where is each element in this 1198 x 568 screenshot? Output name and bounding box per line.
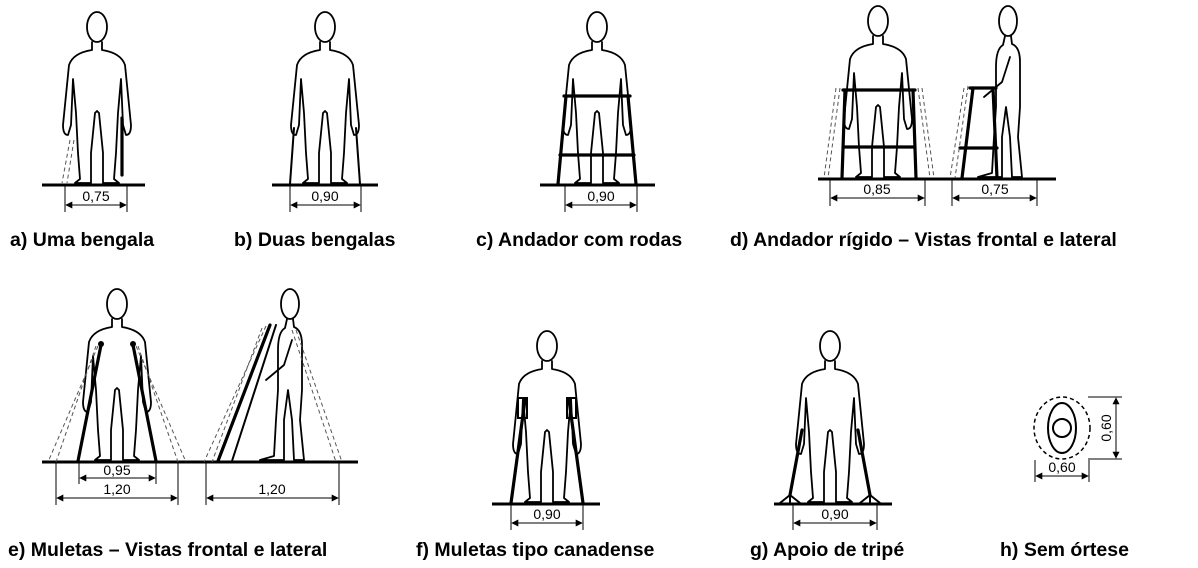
dim-label: 0,90 — [587, 188, 614, 204]
caption-h: h) Sem órtese — [1000, 539, 1129, 561]
swing-dashes-side — [949, 85, 969, 179]
dim-label-depth: 0,60 — [1098, 414, 1114, 441]
crutches-side — [216, 323, 277, 463]
dim-label-side: 0,75 — [981, 181, 1008, 197]
dim-label: 0,90 — [533, 506, 560, 522]
person-figure-front — [82, 288, 152, 461]
caption-e: e) Muletas – Vistas frontal e lateral — [8, 539, 327, 561]
caption-a: a) Uma bengala — [10, 229, 154, 251]
crutches-front — [76, 341, 158, 463]
dim-label-side: 1,20 — [258, 481, 285, 497]
top-view-person — [1033, 396, 1091, 460]
wheeled-walker — [556, 94, 638, 186]
caption-f: f) Muletas tipo canadense — [416, 539, 655, 561]
dim-label: 0,75 — [82, 188, 109, 204]
dim-label: 0,90 — [821, 506, 848, 522]
swing-dashes-side — [203, 325, 343, 463]
panel-c: 0,90 c) Andador com rodas — [476, 11, 682, 251]
dim-label-outer: 1,20 — [103, 481, 130, 497]
panel-h: 0,60 0,60 h) Sem órtese — [1000, 396, 1129, 561]
tripod-supports — [779, 428, 881, 504]
panel-b: 0,90 b) Duas bengalas — [234, 11, 396, 251]
caption-b: b) Duas bengalas — [234, 229, 396, 251]
panel-d: 0,85 0,75 d) Andador rígido – Vistas fro… — [730, 5, 1117, 251]
person-figure — [290, 11, 360, 184]
swing-dashes — [47, 345, 187, 463]
panel-e: 0,95 1,20 1,20 e) Muletas – Vistas front… — [8, 288, 358, 561]
dim-label: 0,90 — [311, 188, 338, 204]
panel-f: 0,90 f) Muletas tipo canadense — [416, 330, 655, 561]
canadian-crutches — [509, 397, 585, 505]
panel-a: 0,75 a) Uma bengala — [10, 11, 154, 251]
cane-left — [289, 127, 295, 185]
swing-dashes — [61, 139, 75, 184]
person-figure — [795, 330, 865, 503]
dim-label-front: 0,85 — [863, 181, 890, 197]
swing-dashes — [823, 87, 935, 179]
rigid-walker-front — [840, 88, 918, 180]
dim-label-inner: 0,95 — [103, 462, 130, 478]
caption-g: g) Apoio de tripé — [750, 539, 904, 561]
rigid-walker-side — [958, 86, 999, 180]
dim-label-width: 0,60 — [1048, 459, 1075, 475]
caption-c: c) Andador com rodas — [476, 229, 682, 251]
cane-right — [355, 127, 361, 185]
person-figure-side — [259, 288, 305, 461]
panel-g: 0,90 g) Apoio de tripé — [750, 330, 904, 561]
person-figure-side — [977, 5, 1023, 178]
caption-d: d) Andador rígido – Vistas frontal e lat… — [730, 229, 1117, 251]
